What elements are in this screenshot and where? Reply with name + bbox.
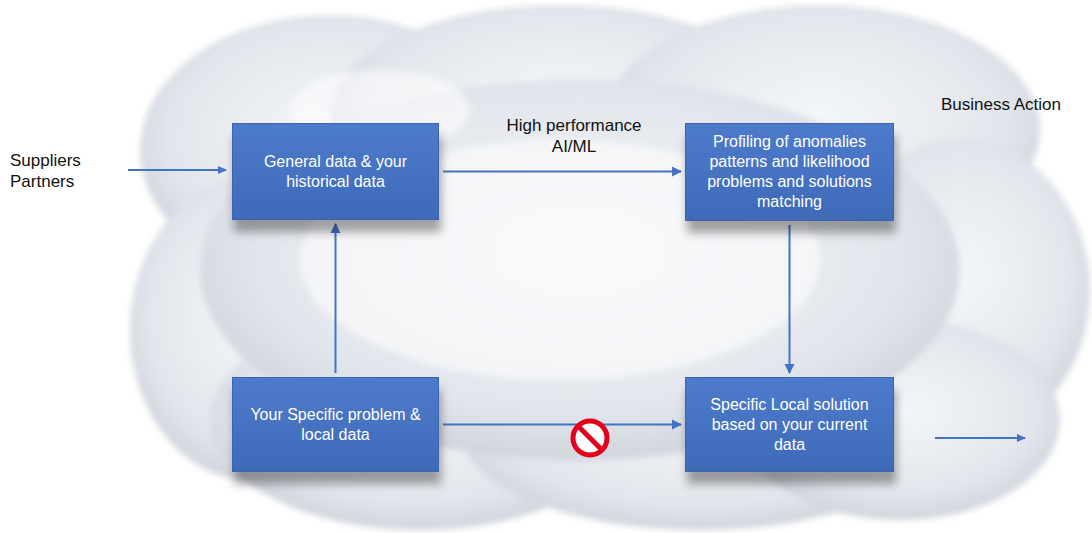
box-text: General data & your historical data	[245, 152, 426, 192]
process-box: General data & your historical data	[232, 123, 439, 220]
source-label: Suppliers Partners	[10, 150, 120, 193]
box-text: Profiling of anomalies patterns and like…	[698, 132, 881, 212]
input-arrow	[128, 169, 226, 171]
output-arrow	[935, 437, 1025, 439]
flow-arrow	[789, 225, 791, 373]
process-box: Specific Local solution based on your cu…	[685, 377, 894, 472]
output-label: Business Action	[941, 94, 1089, 115]
flow-arrow	[443, 424, 681, 426]
box-text: Specific Local solution based on your cu…	[698, 395, 881, 455]
box-text: Your Specific problem & local data	[245, 405, 426, 445]
cloud-shape	[130, 5, 1090, 530]
flow-arrow	[335, 224, 337, 373]
process-box: Profiling of anomalies patterns and like…	[685, 123, 894, 221]
flow-arrow	[443, 171, 681, 173]
process-box: Your Specific problem & local data	[232, 377, 439, 472]
prohibition-sign	[573, 421, 607, 455]
edge-label: High performance AI/ML	[499, 115, 649, 158]
